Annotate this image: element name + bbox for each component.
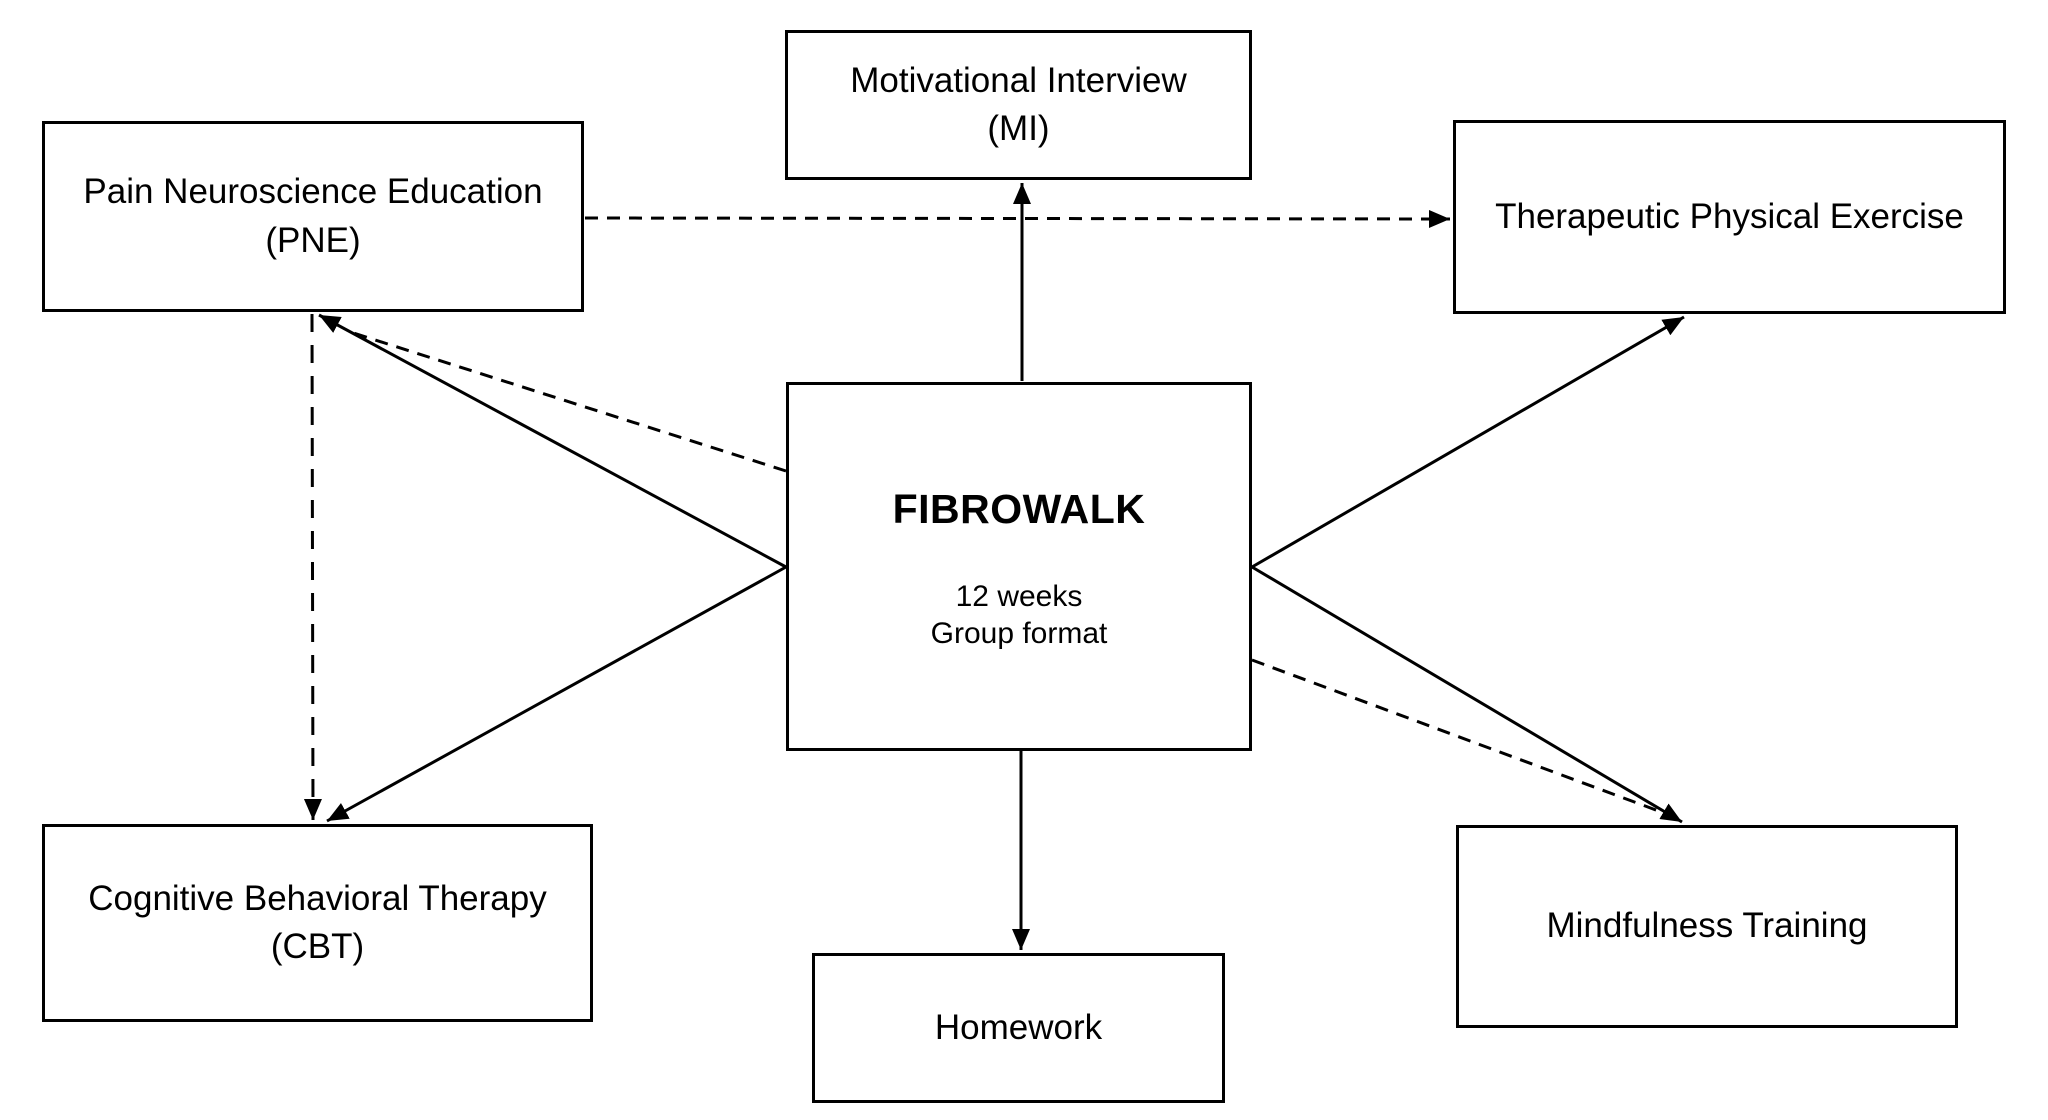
node-cbt: Cognitive Behavioral Therapy (CBT)	[42, 824, 593, 1022]
node-mi: Motivational Interview (MI)	[785, 30, 1252, 180]
edge-fibrowalk-to-mt-dashed	[1251, 658, 1665, 815]
node-fibrowalk-title: FIBROWALK	[892, 486, 1146, 533]
node-fibrowalk: FIBROWALK 12 weeks Group format	[786, 382, 1252, 751]
edge-fibrowalk-to-mt-solid	[1251, 565, 1683, 824]
node-tpe-label: Therapeutic Physical Exercise	[1495, 196, 1964, 236]
node-homework: Homework	[812, 953, 1225, 1103]
node-tpe: Therapeutic Physical Exercise	[1453, 120, 2006, 314]
edge-fibrowalk-to-tpe-solid	[1251, 315, 1685, 569]
node-pne-sublabel: (PNE)	[265, 220, 361, 260]
edge-fibrowalk-to-pne-dashed	[346, 329, 787, 473]
edge-pne-to-tpe-dashed	[584, 209, 1451, 228]
node-mt: Mindfulness Training	[1456, 825, 1958, 1028]
node-fibrowalk-format: Group format	[930, 616, 1108, 650]
node-pne: Pain Neuroscience Education (PNE)	[42, 121, 584, 312]
node-fibrowalk-duration: 12 weeks	[955, 579, 1083, 613]
node-homework-label: Homework	[934, 1007, 1103, 1047]
node-mi-sublabel: (MI)	[987, 109, 1050, 148]
node-pne-label: Pain Neuroscience Education	[83, 172, 543, 212]
node-mt-label: Mindfulness Training	[1546, 906, 1868, 946]
edge-fibrowalk-to-cbt-solid	[326, 565, 787, 823]
node-cbt-label: Cognitive Behavioral Therapy	[88, 878, 547, 918]
node-mi-label: Motivational Interview	[850, 60, 1187, 100]
edge-pne-to-cbt-dashed	[303, 313, 322, 821]
node-cbt-sublabel: (CBT)	[270, 927, 365, 966]
edge-fibrowalk-to-pne-solid	[318, 313, 787, 569]
